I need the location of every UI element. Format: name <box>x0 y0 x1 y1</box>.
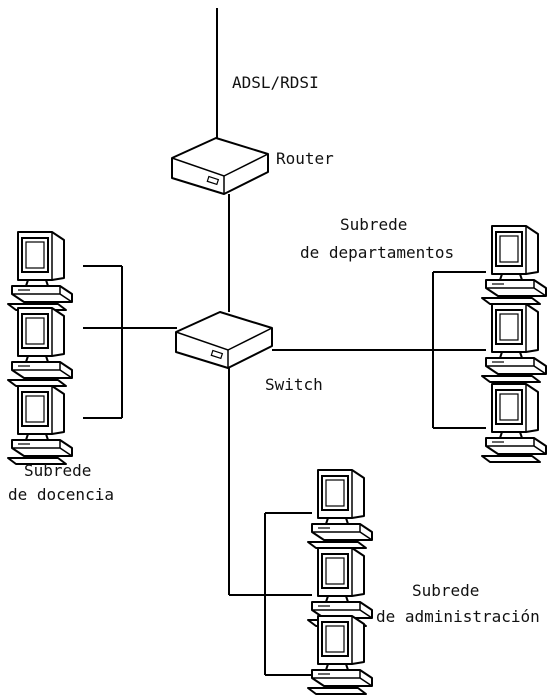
docencia-label-line1: Subrede <box>24 461 91 480</box>
network-wires <box>83 8 486 676</box>
computer-icon <box>481 303 547 383</box>
computer-icon <box>7 307 73 387</box>
computer-icon <box>7 231 73 311</box>
computer-icon <box>481 225 547 305</box>
docencia-computers <box>7 231 73 465</box>
computer-icon <box>7 385 73 465</box>
departamentos-computers <box>481 225 547 463</box>
administracion-label-line1: Subrede <box>412 581 479 600</box>
computer-icon <box>307 547 373 627</box>
computer-icon <box>307 469 373 549</box>
uplink-label: ADSL/RDSI <box>232 73 319 92</box>
switch-label: Switch <box>265 375 323 394</box>
departamentos-label-line2: de departamentos <box>300 243 454 262</box>
computer-icon <box>307 615 373 695</box>
administracion-label-line2: de administración <box>376 607 540 626</box>
router-icon <box>171 137 269 195</box>
switch-icon <box>175 311 273 369</box>
administracion-computers <box>307 469 373 695</box>
docencia-label-line2: de docencia <box>8 485 114 504</box>
computer-icon <box>481 383 547 463</box>
router-label: Router <box>276 149 334 168</box>
departamentos-label-line1: Subrede <box>340 215 407 234</box>
